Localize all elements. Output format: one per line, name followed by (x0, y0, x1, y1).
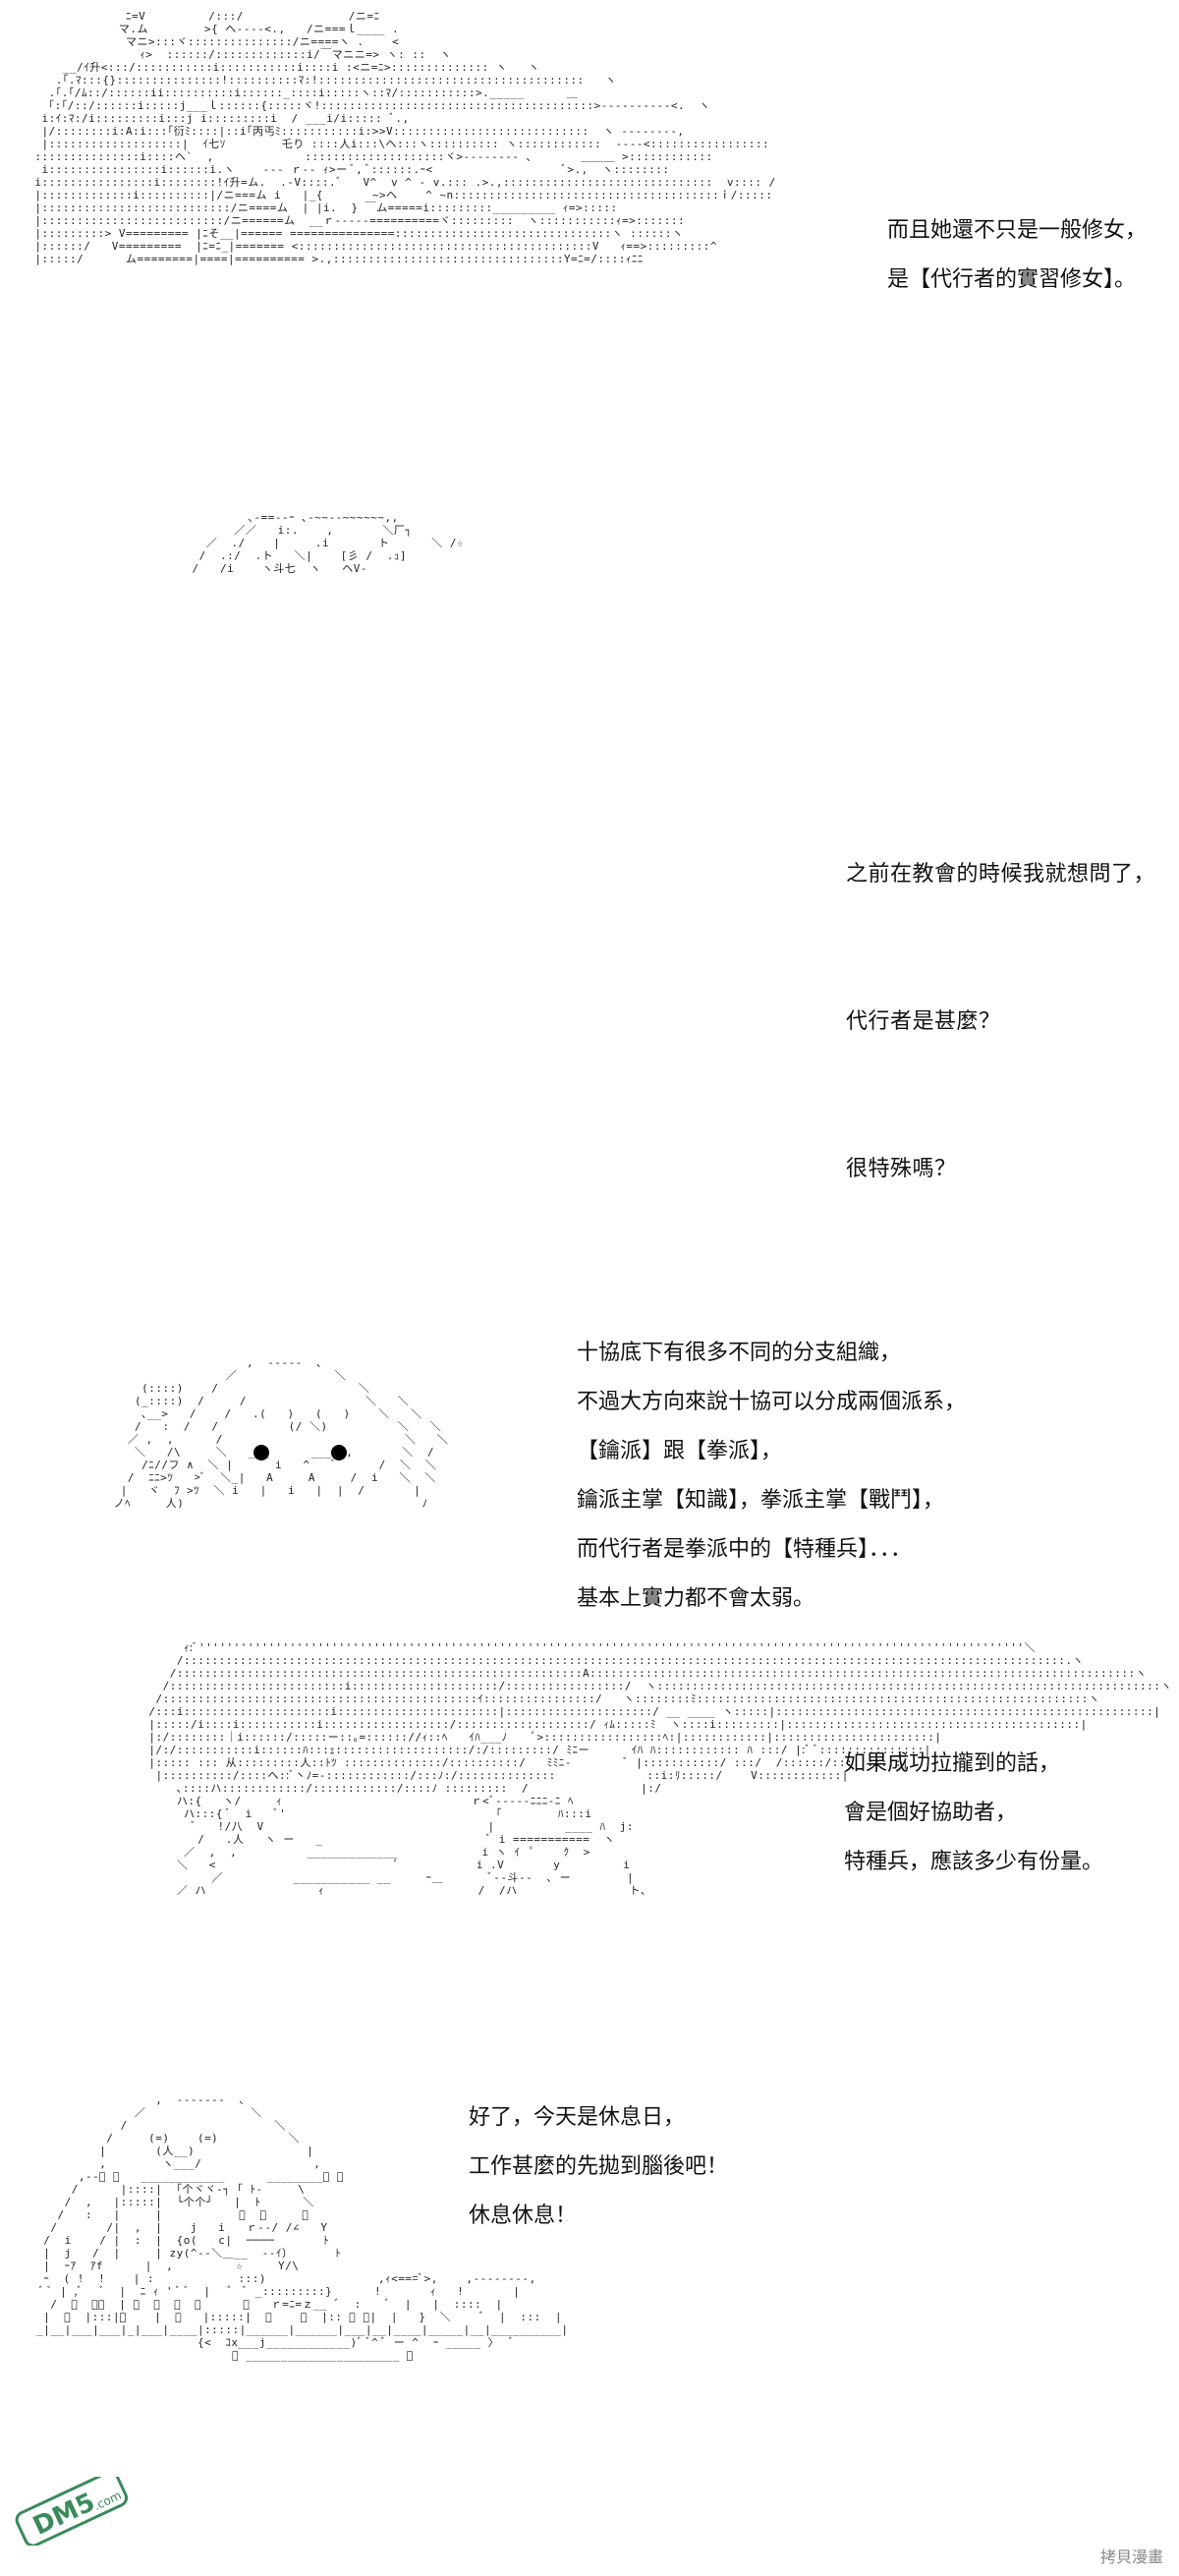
ascii-art-mascot: , ----- ､ ／ ＼ (::::) / ＼ (_::::) / / ＼ ＼… (113, 1356, 449, 1510)
caption-line: 工作甚麼的先拋到腦後吧！ (469, 2154, 729, 2179)
ascii-art-figure: ｨ:ﾞ'''''''''''''''''''''''''''''''''''''… (148, 1641, 1172, 1897)
ascii-art-nun-1: ﾆ=V /:::/ /ニ=ﾆ マ.ム >{ ヘ----<., /ニ===ｌ___… (34, 10, 776, 265)
panel-5: , ------- ､ ／ ＼ / ＼ / (=) (=) ＼ | (人__) … (0, 2054, 1179, 2576)
left-eye-dot (253, 1445, 269, 1460)
caption-line: 鑰派主掌【知識】，拳派主掌【戰鬥】， (577, 1488, 945, 1513)
caption-line: 【鑰派】跟【拳派】， (577, 1439, 783, 1463)
caption-1: 而且她還不只是一般修女， 是【代行者的實習修女】。 (887, 206, 1147, 305)
ascii-art-relaxing-character: , ------- ､ ／ ＼ / ＼ / (=) (=) ＼ | (人__) … (36, 2093, 569, 2362)
right-eye-dot (331, 1445, 347, 1460)
caption-4: 如果成功拉攏到的話， 會是個好協助者， 特種兵，應該多少有份量。 (844, 1740, 1103, 1887)
panel-1: ﾆ=V /:::/ /ニ=ﾆ マ.ム >{ ヘ----<., /ニ===ｌ___… (0, 0, 1179, 491)
caption-line: 十協底下有很多不同的分支組織， (577, 1341, 902, 1365)
panel-3: , ----- ､ ／ ＼ (::::) / ＼ (_::::) / / ＼ ＼… (0, 1278, 1179, 1622)
caption-line: 會是個好協助者， (844, 1801, 1018, 1825)
logo-sub-text: .com (91, 2489, 124, 2513)
caption-line: 基本上實力都不會太弱。 (577, 1586, 815, 1611)
corner-watermark: 拷貝漫畫 (1099, 2547, 1163, 2566)
caption-line: 而代行者是拳派中的【特種兵】．．． (577, 1537, 913, 1562)
caption-line: 代行者是甚麼？ (846, 1009, 1001, 1034)
ascii-art-nun-2: ､-==--ｰ ､-~~--~~~~~~,, ／／ i:. , ＼厂┐ ／ ./… (108, 511, 1154, 1181)
caption-line: 不過大方向來說十協可以分成兩個派系， (577, 1390, 967, 1414)
caption-line: 是【代行者的實習修女】。 (887, 267, 1137, 292)
caption-5: 好了，今天是休息日， 工作甚麼的先拋到腦後吧！ 休息休息！ (469, 2093, 728, 2241)
caption-line: 好了，今天是休息日， (469, 2105, 686, 2130)
caption-3: 十協底下有很多不同的分支組織， 不過大方向來說十協可以分成兩個派系， 【鑰派】跟… (577, 1329, 966, 1624)
caption-line: 之前在教會的時候我就想問了， (846, 862, 1156, 887)
caption-line: 休息休息！ (469, 2204, 578, 2228)
panel-4: ｨ:ﾞ'''''''''''''''''''''''''''''''''''''… (0, 1622, 1179, 2054)
caption-line: 如果成功拉攏到的話， (844, 1751, 1061, 1776)
caption-line: 而且她還不只是一般修女， (887, 218, 1148, 243)
caption-line: 特種兵，應該多少有份量。 (844, 1850, 1104, 1874)
dm5-logo: DM5 .com (15, 2477, 129, 2546)
panel-2: ､-==--ｰ ､-~~--~~~~~~,, ／／ i:. , ＼厂┐ ／ ./… (0, 491, 1179, 1278)
caption-2: 之前在教會的時候我就想問了， 代行者是甚麼？ 很特殊嗎？ (846, 752, 1155, 1243)
caption-line: 很特殊嗎？ (846, 1157, 957, 1181)
